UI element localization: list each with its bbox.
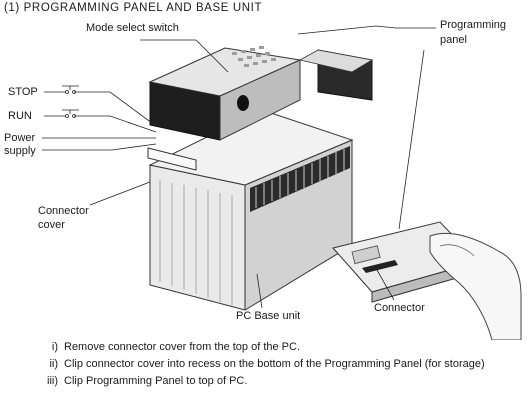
terminal-strip [250,146,350,212]
step-number: ii) [49,358,58,370]
label-connector-cover-line2: cover [38,219,65,231]
step-text: Remove connector cover from the top of t… [64,341,301,353]
instruction-step: i) Remove connector cover from the top of… [38,339,485,356]
base-unit-front [149,164,246,311]
label-programming-panel-line1: Programming [440,19,507,31]
instruction-list: i) Remove connector cover from the top of… [38,339,485,390]
label-connector-cover-line1: Connector [38,205,89,217]
step-text: Clip Programming Panel to top of PC. [64,375,248,387]
step-text: Clip connector cover into recess on the … [64,358,485,370]
upper-module-side [219,59,301,141]
section-title: (1) PROGRAMMING PANEL AND BASE UNIT [4,2,263,14]
step-number: i) [51,341,58,353]
instruction-step: ii) Clip connector cover into recess on t… [38,356,485,373]
label-programming-panel-line2: panel [440,34,467,46]
label-pc-base-unit: PC Base unit [236,310,301,322]
step-number: iii) [47,375,58,387]
instruction-step: iii) Clip Programming Panel to top of PC. [38,373,485,390]
label-stop: STOP [8,86,38,98]
connector-cover-part [147,147,197,171]
label-run: RUN [8,110,32,122]
label-power-line2: supply [4,145,36,157]
label-connector: Connector [374,302,425,314]
label-mode-select-switch: Mode select switch [86,22,179,34]
connector-slot [362,260,398,273]
pc-illustration [42,25,522,340]
hand-outline [429,232,522,340]
label-power-line1: Power [4,132,36,144]
programming-panel-display [351,245,381,265]
